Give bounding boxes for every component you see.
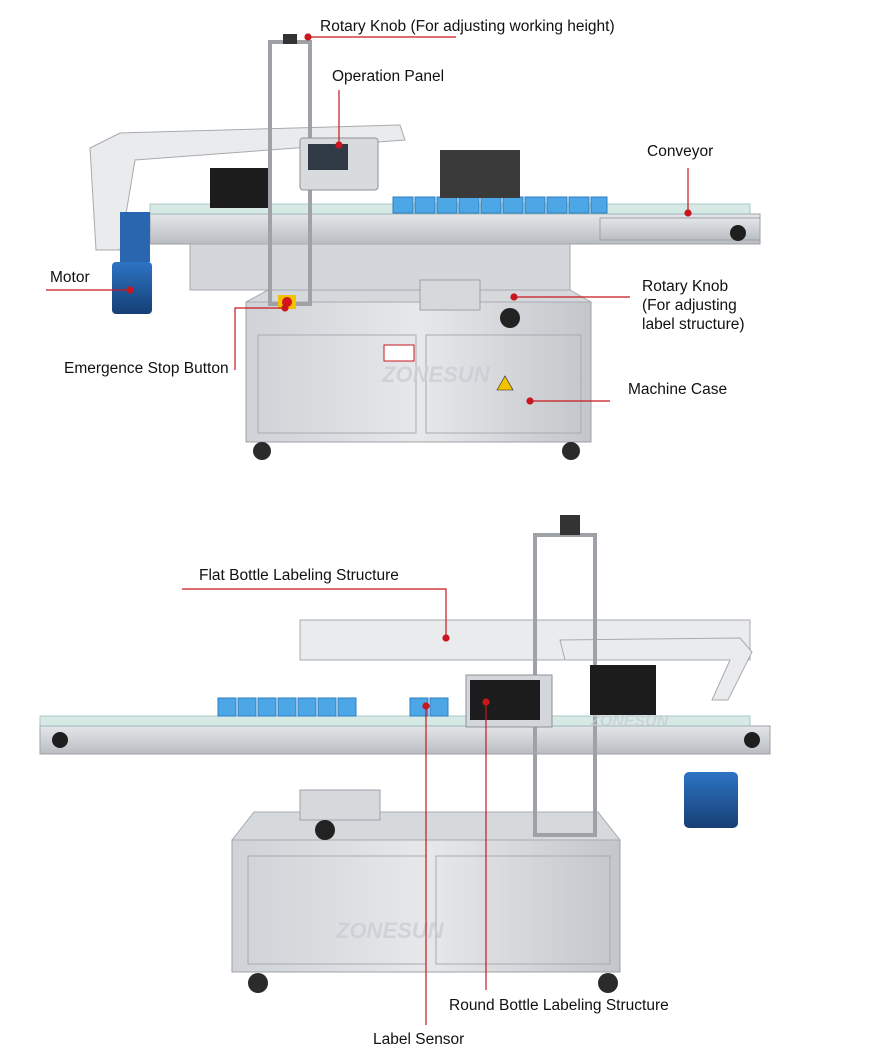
label-rotary-knob-height: Rotary Knob (For adjusting working heigh… [320,18,615,35]
top-callouts [46,33,692,405]
label-round-bottle-labeling-structure: Round Bottle Labeling Structure [449,997,669,1014]
bottom-watermark-2: ZONESUN [589,713,669,730]
top-machine-case [245,301,592,443]
top-machine: ZONESUN [89,34,761,460]
bottom-callouts [182,588,490,1025]
bottom-motor-unit [684,772,738,828]
label-conveyor: Conveyor [647,143,714,160]
label-rotary-knob-label-structure: Rotary Knob (For adjusting label structu… [642,278,745,333]
bottom-watermark: ZONESUN [335,918,445,943]
label-flat-bottle-labeling-structure: Flat Bottle Labeling Structure [199,567,399,584]
label-emergency-stop-button: Emergence Stop Button [64,360,229,377]
bottom-machine: ZONESUN ZONESUN [39,515,771,993]
top-watermark: ZONESUN [381,362,491,387]
label-operation-panel: Operation Panel [332,68,445,85]
label-motor: Motor [50,269,90,286]
label-label-sensor: Label Sensor [373,1031,465,1048]
label-machine-case: Machine Case [628,381,728,398]
